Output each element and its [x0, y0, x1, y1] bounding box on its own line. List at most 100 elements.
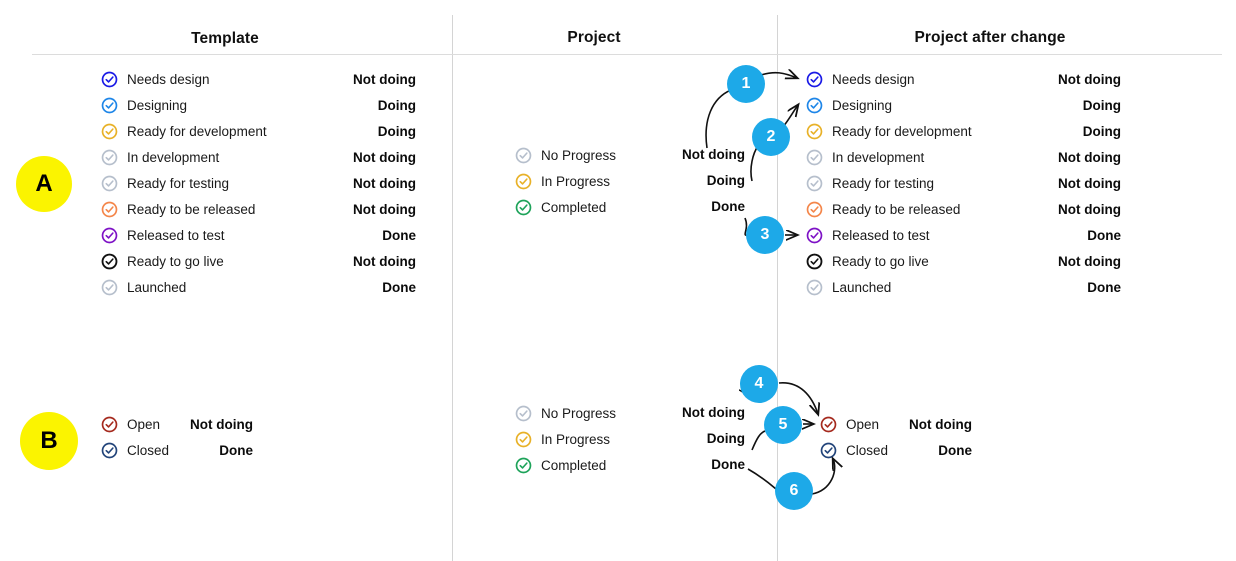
status-row: In Progress [515, 168, 715, 194]
check-circle-icon [101, 279, 118, 296]
check-circle-icon [101, 175, 118, 192]
check-circle-icon [806, 175, 823, 192]
status-row-value: Not doing [353, 175, 416, 191]
check-circle-icon [101, 71, 118, 88]
column-divider-right [777, 15, 778, 561]
status-row-label: In Progress [541, 173, 611, 189]
step-bubble-3[interactable]: 3 [746, 216, 784, 254]
status-row: Needs design Not doing [101, 66, 416, 92]
status-row: Closed Done [820, 437, 972, 463]
status-row-value: Doing [377, 97, 416, 113]
step-bubble-4[interactable]: 4 [740, 365, 778, 403]
status-row-label: No Progress [541, 147, 617, 163]
status-row-label: Released to test [832, 227, 930, 243]
step-bubble-6[interactable]: 6 [775, 472, 813, 510]
status-row-label: Completed [541, 457, 607, 473]
status-row: Ready for testing Not doing [101, 170, 416, 196]
check-circle-icon [515, 457, 532, 474]
status-row-value: Done [938, 442, 972, 458]
status-row-label: Closed [127, 442, 170, 458]
status-row: Open Not doing [820, 411, 972, 437]
check-circle-icon [515, 431, 532, 448]
step-bubble-5[interactable]: 5 [764, 406, 802, 444]
check-circle-icon [101, 149, 118, 166]
status-row: Completed [515, 452, 715, 478]
status-row: Completed [515, 194, 715, 220]
header-divider [32, 54, 1222, 55]
mapping-value: Not doing [682, 147, 745, 162]
status-row: Open Not doing [101, 411, 253, 437]
mapping-value: Doing [706, 431, 745, 446]
status-row-value: Not doing [1058, 253, 1121, 269]
check-circle-icon [101, 97, 118, 114]
status-row-label: Ready for development [127, 123, 267, 139]
status-row-label: Designing [832, 97, 893, 113]
check-circle-icon [806, 279, 823, 296]
status-row-value: Not doing [353, 71, 416, 87]
check-circle-icon [806, 253, 823, 270]
check-circle-icon [806, 71, 823, 88]
status-row-label: Closed [846, 442, 889, 458]
check-circle-icon [101, 253, 118, 270]
status-row-label: Open [127, 416, 161, 432]
status-row: Ready for development Doing [806, 118, 1121, 144]
status-row-value: Not doing [1058, 175, 1121, 191]
status-row-label: Ready for development [832, 123, 972, 139]
status-row-label: Ready to go live [832, 253, 929, 269]
status-row-label: Needs design [127, 71, 210, 87]
status-row: Designing Doing [101, 92, 416, 118]
status-row-label: Ready for testing [127, 175, 230, 191]
status-row: No Progress [515, 142, 715, 168]
status-row-value: Not doing [909, 416, 972, 432]
status-row: Released to test Done [806, 222, 1121, 248]
status-row-label: In Progress [541, 431, 611, 447]
status-row-label: No Progress [541, 405, 617, 421]
column-title-project: Project [567, 29, 621, 46]
status-row: No Progress [515, 400, 715, 426]
check-circle-icon [806, 227, 823, 244]
status-row-label: Ready to be released [832, 201, 961, 217]
status-row-value: Doing [1082, 123, 1121, 139]
status-row: Ready to go live Not doing [806, 248, 1121, 274]
status-row: Needs design Not doing [806, 66, 1121, 92]
status-row-value: Not doing [353, 201, 416, 217]
status-row-label: Designing [127, 97, 188, 113]
status-row-label: In development [832, 149, 925, 165]
status-row-value: Not doing [353, 149, 416, 165]
mapping-value: Not doing [682, 405, 745, 420]
status-row-label: Needs design [832, 71, 915, 87]
status-row-label: Ready for testing [832, 175, 935, 191]
check-circle-icon [806, 123, 823, 140]
status-row-value: Doing [1082, 97, 1121, 113]
status-row-value: Done [1087, 279, 1121, 295]
status-row-value: Done [1087, 227, 1121, 243]
check-circle-icon [101, 416, 118, 433]
status-row-label: Released to test [127, 227, 225, 243]
status-row: Ready for testing Not doing [806, 170, 1121, 196]
status-row-label: Open [846, 416, 880, 432]
check-circle-icon [515, 199, 532, 216]
status-row-label: In development [127, 149, 220, 165]
step-bubble-1[interactable]: 1 [727, 65, 765, 103]
mapping-value: Done [711, 457, 745, 472]
check-circle-icon [101, 201, 118, 218]
mapping-value: Doing [706, 173, 745, 188]
step-bubble-2[interactable]: 2 [752, 118, 790, 156]
status-row-value: Not doing [190, 416, 253, 432]
check-circle-icon [101, 123, 118, 140]
status-row-value: Not doing [1058, 71, 1121, 87]
status-row-value: Not doing [1058, 149, 1121, 165]
column-title-project-after: Project after change [914, 29, 1066, 46]
